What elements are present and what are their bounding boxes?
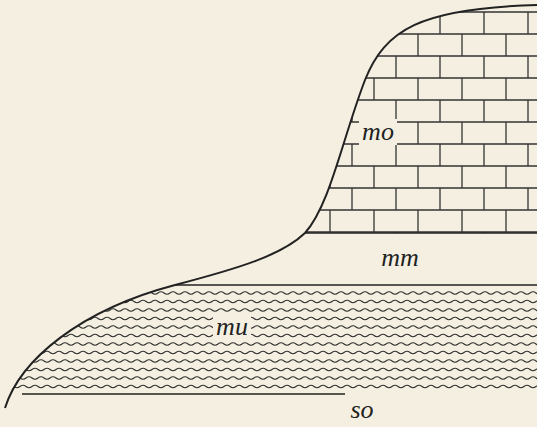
shale-waves	[0, 292, 537, 388]
profile-line	[5, 5, 537, 408]
layer-boundary	[22, 393, 345, 395]
layer-boundary	[175, 284, 537, 286]
layer-label: mm	[378, 245, 422, 271]
limestone-bricks	[0, 12, 537, 233]
layer-label: mu	[213, 314, 251, 340]
layer-label: so	[347, 397, 376, 423]
layer-label: mo	[359, 119, 397, 145]
layer-boundary	[305, 232, 537, 234]
